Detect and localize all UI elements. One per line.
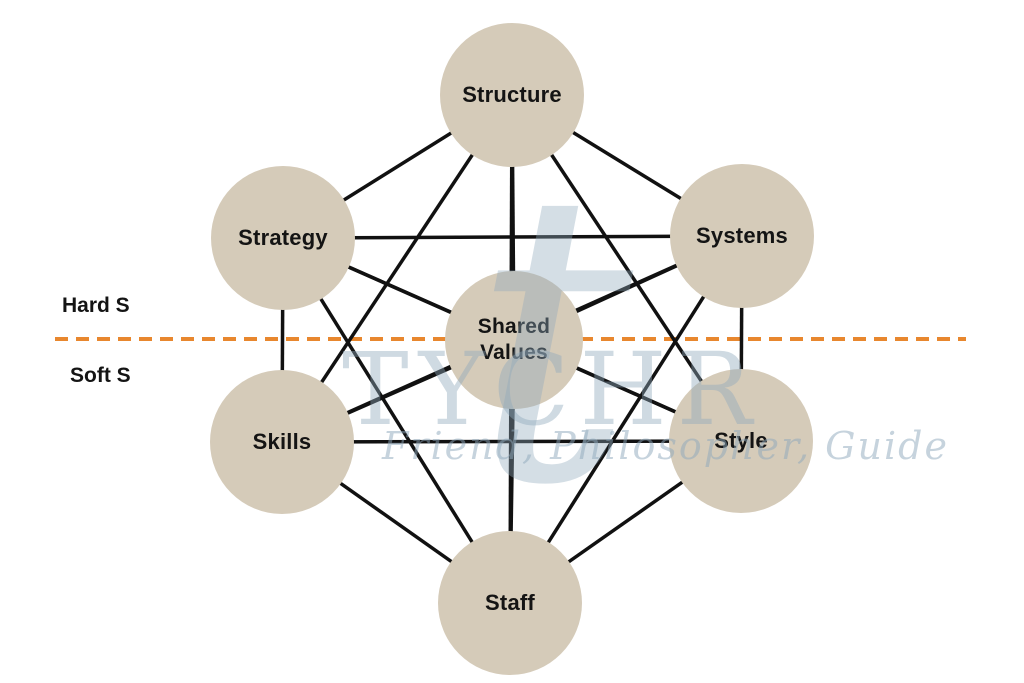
node-skills-label: Skills: [252, 429, 312, 455]
node-systems-label: Systems: [696, 223, 788, 249]
node-strategy: Strategy: [211, 166, 355, 310]
hard-s-label: Hard S: [62, 294, 130, 317]
node-shared-values-label: Shared Values: [477, 314, 551, 364]
node-structure: Structure: [440, 23, 584, 167]
node-style-label: Style: [714, 428, 768, 454]
node-shared-values: Shared Values: [445, 271, 583, 409]
node-staff-label: Staff: [485, 590, 535, 616]
node-skills: Skills: [210, 370, 354, 514]
node-structure-label: Structure: [462, 82, 562, 108]
soft-s-label: Soft S: [70, 364, 131, 387]
edge-line-skills-style: [281, 439, 742, 444]
edge-line-strategy-systems: [282, 234, 743, 240]
node-style: Style: [669, 369, 813, 513]
node-strategy-label: Strategy: [238, 225, 328, 251]
node-staff: Staff: [438, 531, 582, 675]
node-systems: Systems: [670, 164, 814, 308]
